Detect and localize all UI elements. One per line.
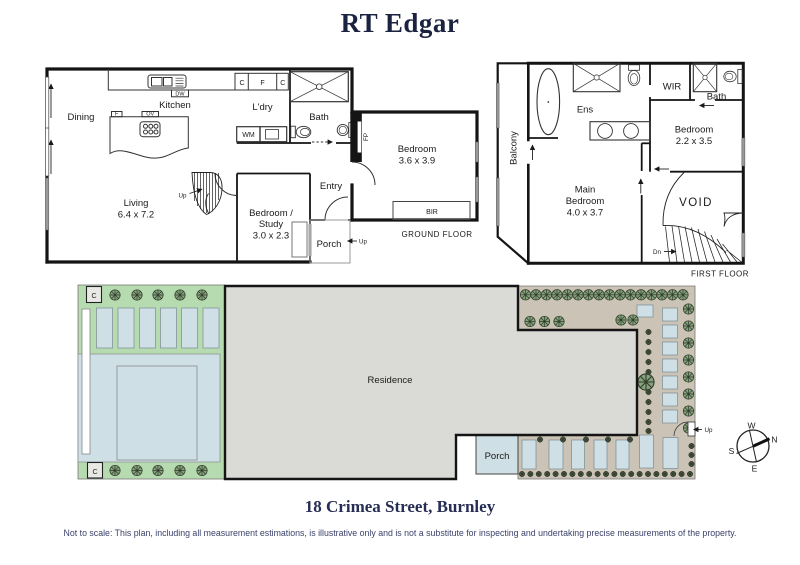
oven bbox=[141, 111, 159, 118]
label-up-porch: Up bbox=[359, 239, 367, 246]
site-plan: C C bbox=[77, 284, 778, 481]
vanity bbox=[589, 121, 651, 141]
ground-windows bbox=[45, 76, 479, 231]
shower bbox=[692, 62, 718, 93]
room-label-porch: Porch bbox=[317, 239, 342, 250]
robe-study bbox=[291, 221, 308, 258]
carport-box-top bbox=[85, 285, 103, 304]
up-arrow bbox=[189, 188, 203, 194]
label-fridge-island: F bbox=[115, 112, 119, 118]
site-porch bbox=[475, 434, 519, 475]
room-dims-main: 4.0 x 3.7 bbox=[567, 208, 603, 219]
room-label-entry: Entry bbox=[320, 181, 342, 192]
room-dims-study: 3.0 x 2.3 bbox=[253, 231, 289, 242]
label-bir: BIR bbox=[426, 209, 438, 216]
room-label-living: Living bbox=[124, 198, 149, 209]
first-floor-plan: Balcony Ens WIR Bath Bedroom 2.2 x 3.5 M… bbox=[496, 61, 749, 279]
toilet bbox=[723, 69, 743, 84]
disclaimer-text: Not to scale: This plan, including all m… bbox=[63, 528, 737, 538]
room-label-study-2: Study bbox=[259, 219, 284, 230]
sink bbox=[147, 74, 187, 89]
label-up-stairs: Up bbox=[179, 193, 187, 200]
room-label-kitchen: Kitchen bbox=[159, 100, 191, 111]
bir-bedroom bbox=[392, 201, 471, 220]
bathtub bbox=[536, 68, 561, 136]
carport-box-bottom bbox=[86, 461, 104, 479]
cupboards bbox=[234, 72, 289, 91]
basin bbox=[336, 122, 353, 138]
bathroom-fixtures bbox=[289, 71, 353, 145]
void-stairs bbox=[662, 172, 744, 263]
door-arrows bbox=[529, 102, 714, 194]
label-fridge-cupboard: F bbox=[260, 80, 264, 87]
label-wm: WM bbox=[242, 132, 255, 139]
label-dn: Dn bbox=[653, 249, 661, 256]
car-space bbox=[116, 365, 198, 461]
compass-east: E bbox=[752, 464, 758, 474]
laundry-fixtures bbox=[234, 72, 289, 143]
compass-west: W bbox=[747, 421, 755, 431]
bath-fixtures bbox=[692, 62, 743, 93]
room-dims-living: 6.4 x 7.2 bbox=[118, 210, 154, 221]
shower bbox=[572, 62, 621, 93]
garden-squares bbox=[521, 304, 679, 470]
room-label-ensuite: Ens bbox=[577, 105, 594, 116]
stairs-up bbox=[191, 172, 223, 216]
room-label-bath: Bath bbox=[309, 112, 329, 123]
ensuite-fixtures bbox=[536, 62, 651, 141]
room-label-wir: WIR bbox=[663, 82, 682, 93]
first-windows bbox=[496, 82, 746, 258]
driveway bbox=[77, 353, 221, 463]
room-dims-bedroom2: 2.2 x 3.5 bbox=[676, 136, 712, 147]
fridge-space bbox=[111, 111, 123, 118]
room-label-void: VOID bbox=[679, 197, 713, 209]
label-carport-bottom: C bbox=[92, 469, 97, 476]
front-pavers bbox=[96, 307, 220, 349]
residence-footprint bbox=[223, 284, 639, 481]
cooktop bbox=[139, 121, 161, 138]
fireplace bbox=[350, 112, 362, 162]
room-label-main-2: Bedroom bbox=[566, 196, 605, 207]
room-label-study-1: Bedroom / bbox=[249, 208, 293, 219]
room-label-main-1: Main bbox=[575, 185, 596, 196]
kitchen-bench bbox=[107, 69, 237, 98]
label-cupboard-2: C bbox=[280, 80, 285, 87]
room-label-laundry: L'dry bbox=[252, 102, 273, 113]
floor-label-first: FIRST FLOOR bbox=[691, 270, 749, 279]
brand-title: RT Edgar bbox=[340, 8, 460, 38]
kitchen-island bbox=[109, 111, 189, 159]
front-yard: C C bbox=[77, 284, 226, 480]
compass-south: S bbox=[729, 446, 735, 456]
room-dims-bedroom: 3.6 x 3.9 bbox=[399, 156, 435, 167]
label-up-garden: Up bbox=[705, 427, 713, 434]
room-label-bedroom2: Bedroom bbox=[675, 125, 714, 136]
compass: W N S E bbox=[729, 421, 778, 474]
label-fireplace: FP bbox=[363, 133, 370, 141]
trough bbox=[259, 126, 288, 143]
shower bbox=[289, 71, 349, 103]
label-carport-top: C bbox=[91, 293, 96, 300]
room-label-bedroom: Bedroom bbox=[398, 144, 437, 155]
dishwasher bbox=[171, 89, 189, 98]
garden-gate-up: Up bbox=[673, 421, 713, 437]
gate bbox=[81, 308, 91, 455]
room-label-dining: Dining bbox=[68, 112, 95, 123]
room-label-bath: Bath bbox=[707, 92, 727, 103]
label-dw: DW bbox=[175, 92, 185, 98]
label-site-porch: Porch bbox=[485, 451, 510, 462]
ground-floor-plan: Dining Kitchen L'dry Bath Bedroom 3.6 x … bbox=[45, 67, 479, 264]
toilet bbox=[627, 64, 641, 86]
label-cupboard-1: C bbox=[239, 80, 244, 87]
room-label-balcony: Balcony bbox=[509, 131, 520, 165]
property-address: 18 Crimea Street, Burnley bbox=[304, 497, 496, 516]
rear-garden: Up bbox=[517, 285, 713, 480]
label-oven: OV bbox=[146, 112, 154, 118]
compass-north: N bbox=[771, 435, 777, 445]
compass-needle-north bbox=[752, 437, 771, 448]
label-residence: Residence bbox=[368, 375, 413, 386]
toilet bbox=[290, 125, 312, 139]
floor-label-ground: GROUND FLOOR bbox=[401, 230, 472, 239]
